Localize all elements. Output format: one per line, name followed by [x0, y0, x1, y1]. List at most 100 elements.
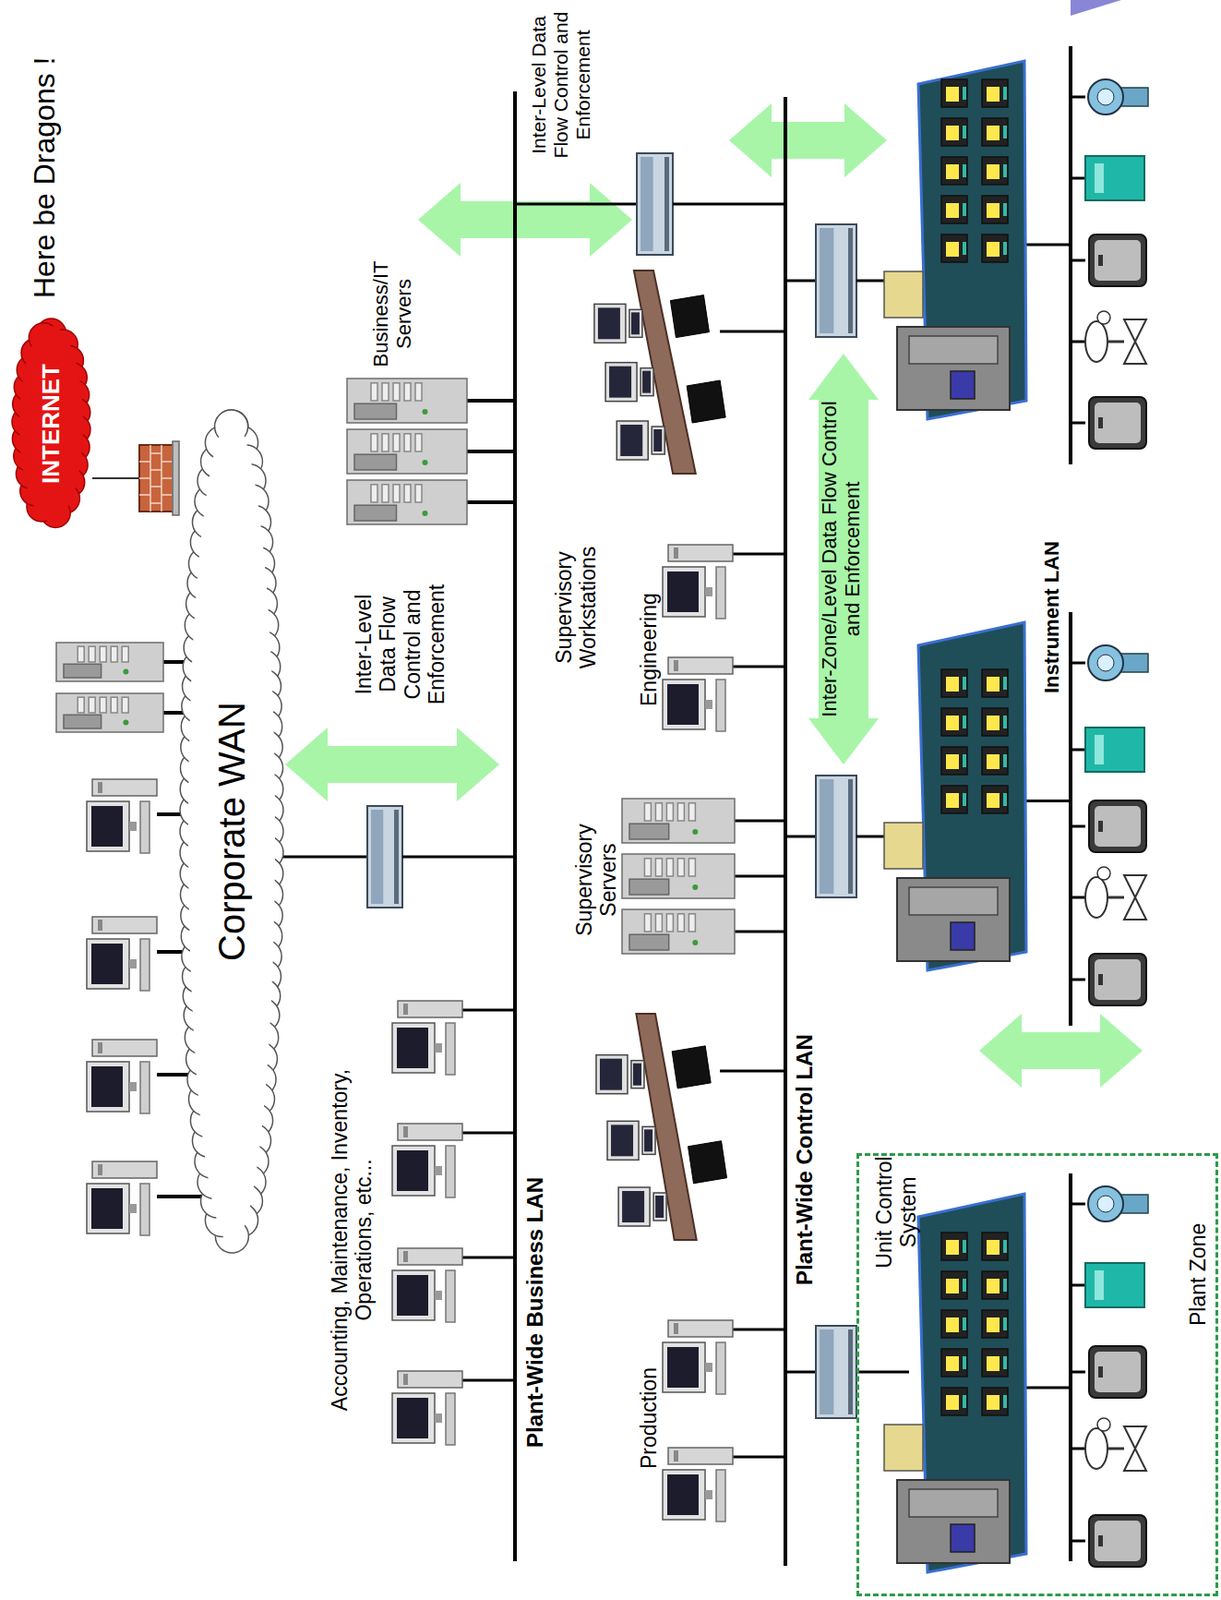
control-device	[815, 224, 857, 337]
io-module	[981, 1309, 1008, 1338]
instrument-drop	[1070, 661, 1086, 665]
pc-tower	[397, 1123, 463, 1140]
server-panel	[354, 454, 397, 470]
io-module-led	[1003, 676, 1007, 690]
server-bay	[121, 696, 129, 713]
io-module	[981, 156, 1008, 185]
flow-label: Inter-Level Data Flow Control and Enforc…	[527, 6, 595, 164]
business-lan-bus	[513, 91, 517, 1561]
lan-label: Plant-Wide Business LAN	[522, 1176, 549, 1448]
pc-stand	[129, 1203, 137, 1213]
pc-drive	[403, 1003, 408, 1015]
server-bay	[371, 484, 378, 503]
server-bay	[393, 484, 400, 503]
cloud-label: Corporate WAN	[210, 701, 253, 961]
io-module-led	[1003, 1394, 1007, 1408]
pc-tower	[92, 778, 157, 796]
io-module-led	[962, 754, 967, 767]
instrument-box	[1085, 155, 1145, 201]
io-module-face	[945, 715, 959, 731]
io-module-face	[986, 1316, 1000, 1332]
server-bay	[644, 802, 651, 821]
pc-screen	[396, 1149, 429, 1191]
io-module-face	[986, 754, 1000, 769]
control-device	[636, 153, 673, 255]
server-bay	[644, 858, 651, 876]
group-label: Business/IT Servers	[369, 253, 417, 374]
io-module-face	[945, 1239, 959, 1255]
network-line	[461, 1131, 515, 1135]
pc-drive	[403, 1250, 408, 1262]
server-bay	[415, 484, 422, 503]
instrument-case-face	[1094, 1520, 1141, 1561]
io-module-face	[945, 1278, 959, 1293]
server-bay	[110, 646, 118, 662]
io-module-led	[962, 1239, 967, 1253]
network-line	[156, 1194, 208, 1198]
control-cabinet	[897, 326, 1010, 410]
pc-keyboard	[140, 1061, 150, 1114]
note: Here be Dragons !	[27, 57, 62, 299]
cloud-body	[19, 325, 84, 522]
pc-stand	[129, 821, 137, 831]
control-device	[815, 1325, 857, 1418]
network-line	[514, 203, 637, 206]
io-module	[941, 79, 968, 108]
io-module-face	[986, 203, 1000, 218]
server-bay	[688, 913, 695, 932]
network-line	[719, 1069, 786, 1073]
io-module-led	[1003, 792, 1007, 806]
cabinet-display	[950, 921, 975, 950]
io-module-led	[962, 241, 967, 255]
pc-drive	[97, 1163, 103, 1175]
pc-screen	[91, 943, 123, 984]
io-module-face	[945, 1355, 959, 1371]
instrument-drop	[1070, 177, 1086, 180]
pc-drive	[97, 1041, 103, 1054]
pc-keyboard	[140, 938, 150, 991]
valve-actuator	[1085, 1427, 1108, 1469]
server-bay	[666, 858, 673, 876]
io-module-led	[962, 86, 967, 100]
server-bay	[88, 696, 96, 713]
server-panel	[629, 823, 670, 839]
console-monitor	[618, 1186, 650, 1226]
pc-drive	[97, 919, 103, 931]
pc-keyboard	[716, 679, 726, 731]
instrument-box	[1085, 1262, 1145, 1307]
console-screen	[631, 311, 640, 335]
network-line	[461, 1256, 515, 1259]
instrument-drop	[1070, 825, 1086, 828]
network-line	[461, 398, 515, 403]
server-bay	[644, 913, 651, 932]
network-line	[729, 552, 786, 556]
zone-caption: Unit Control System	[872, 1137, 922, 1286]
pc-tower	[92, 916, 157, 934]
server-tower	[622, 798, 735, 843]
cabinet-display	[950, 1523, 975, 1552]
network-line	[785, 1370, 816, 1374]
io-module-led	[962, 676, 967, 690]
instrument-case-tab	[1098, 417, 1103, 429]
cabinet-door	[909, 886, 998, 915]
server-bay	[666, 802, 673, 821]
io-module	[981, 234, 1008, 263]
instrument-case	[1089, 1345, 1147, 1398]
io-module	[981, 1348, 1008, 1377]
io-module-led	[962, 125, 967, 139]
pc-stand	[434, 1412, 443, 1423]
instrument-case	[1089, 234, 1147, 287]
pc-screen	[667, 1346, 699, 1388]
server-bay	[655, 913, 662, 932]
server-tower	[347, 479, 467, 525]
console-screen	[653, 429, 662, 452]
io-module-led	[1003, 1355, 1007, 1369]
console-monitor	[653, 1192, 667, 1221]
io-module-face	[986, 1239, 1000, 1255]
server-light	[692, 884, 698, 890]
instrument-label-plate	[1094, 163, 1104, 193]
plant-zone-region: Unit Control SystemPlant Zone	[856, 1152, 1219, 1596]
instrument-case-face	[1094, 402, 1141, 443]
io-module	[941, 746, 968, 775]
